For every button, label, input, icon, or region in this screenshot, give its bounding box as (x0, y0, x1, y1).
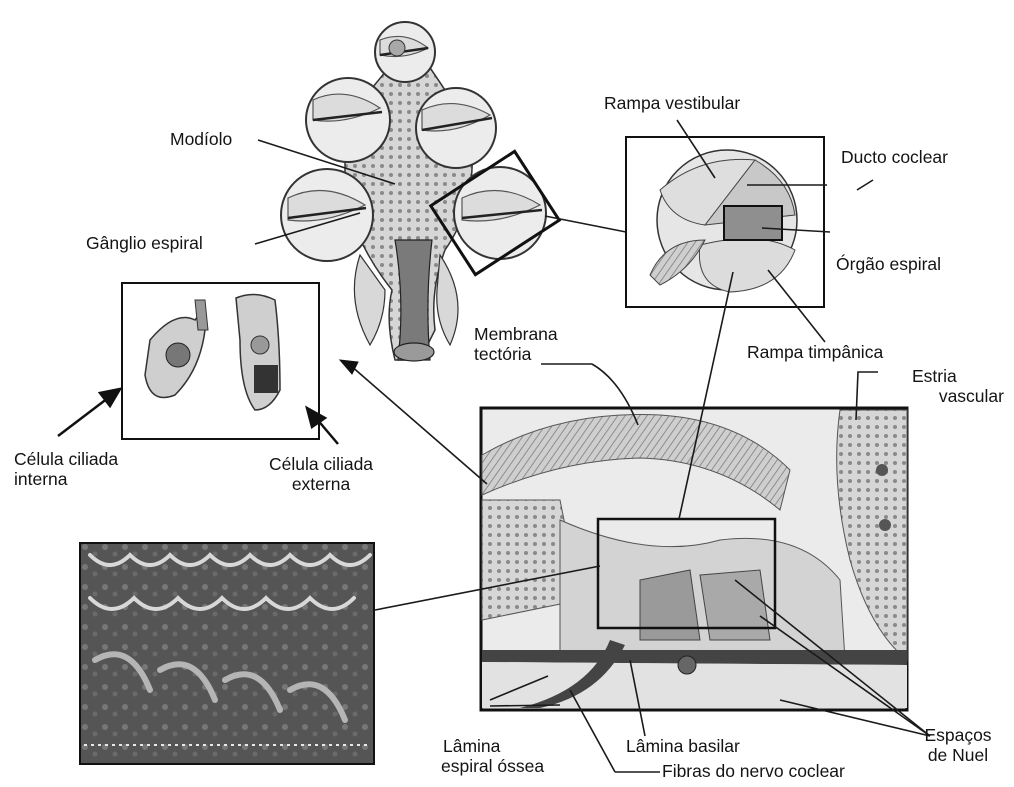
label-ducto-coclear: Ducto coclear (841, 148, 948, 168)
label-celula-ciliada-externa: Célula ciliada externa (256, 455, 386, 494)
label-membrana-tectoria: Membrana tectória (474, 325, 558, 364)
cochlea-section (281, 22, 559, 361)
label-rampa-vestibular: Rampa vestibular (604, 94, 740, 114)
label-lamina-espiral-ossea: Lâmina espiral óssea (441, 737, 544, 776)
sem-micrograph (80, 543, 374, 764)
label-celula-ciliada-interna: Célula ciliada interna (14, 450, 118, 489)
label-ganglio-espiral: Gânglio espiral (86, 234, 203, 254)
label-fibras-do-nervo-coclear: Fibras do nervo coclear (662, 762, 845, 782)
label-rampa-timpanica: Rampa timpânica (747, 343, 883, 363)
label-estria-vascular: Estria vascular (912, 367, 1004, 406)
hair-cells-inset (122, 283, 319, 439)
label-espacos-de-nuel: Espaços de Nuel (908, 726, 1008, 765)
label-orgao-espiral: Órgão espiral (836, 255, 941, 275)
label-modiolo: Modíolo (170, 130, 232, 150)
label-lamina-basilar: Lâmina basilar (626, 737, 740, 757)
cochlear-duct-inset (626, 137, 824, 307)
